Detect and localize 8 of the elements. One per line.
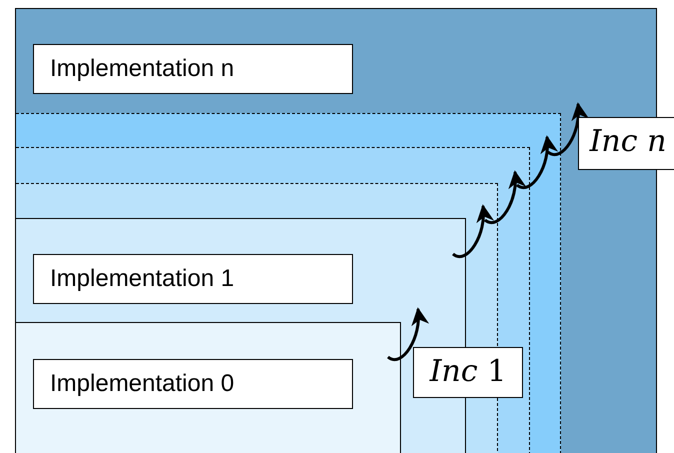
implementation-label: Implementation n bbox=[33, 44, 353, 94]
implementation-label: Implementation 0 bbox=[33, 359, 353, 409]
increment-label: Inc n bbox=[578, 117, 674, 170]
nested-region bbox=[16, 113, 561, 453]
nested-region bbox=[16, 322, 401, 453]
increment-label: Inc 1 bbox=[413, 347, 523, 398]
implementation-label: Implementation 1 bbox=[33, 254, 353, 304]
nested-region bbox=[16, 147, 530, 453]
